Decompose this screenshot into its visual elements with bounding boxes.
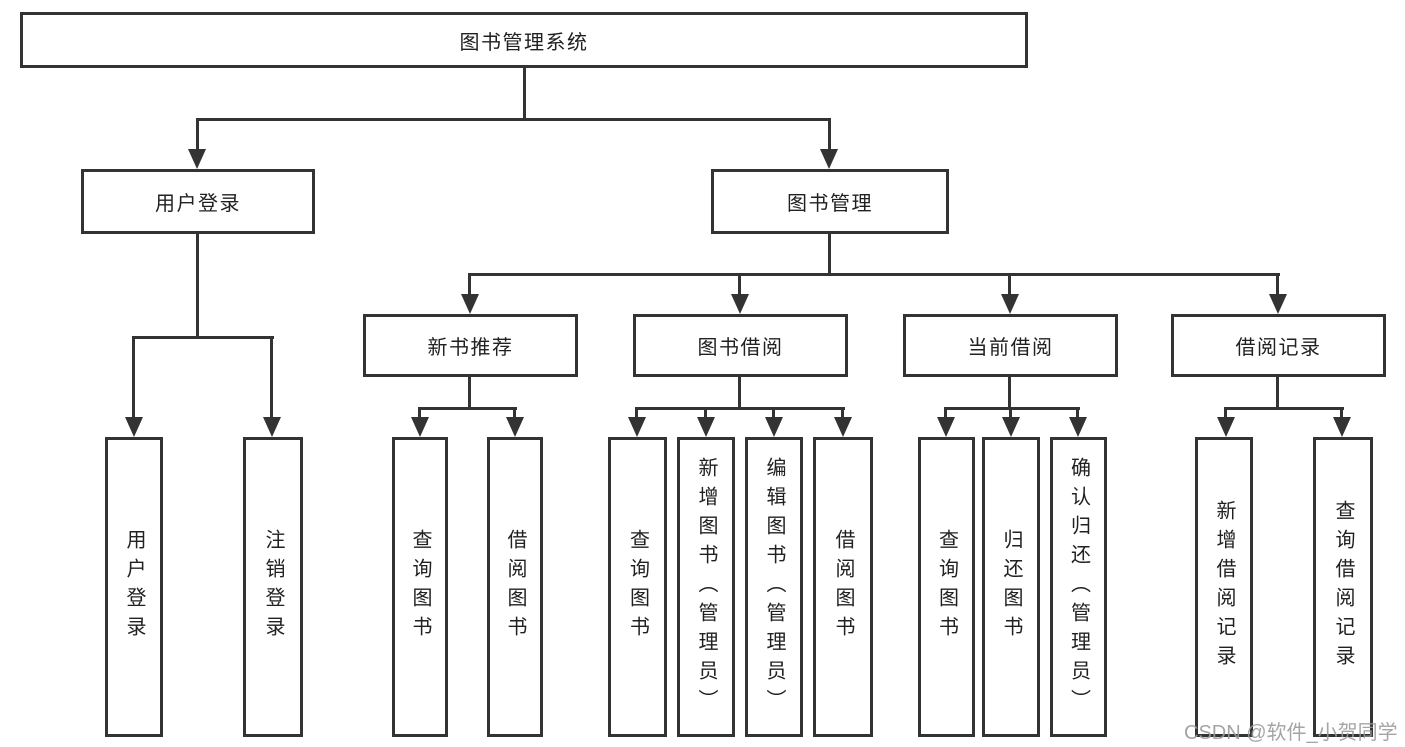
connector-to-leaf	[772, 410, 775, 420]
leaf-return-books-label: 归还图书	[1000, 529, 1022, 645]
leaf-query-books-recommend: 查询图书	[392, 437, 448, 737]
leaf-query-books-borrow-label: 查询图书	[626, 529, 649, 645]
leaf-user-login-label: 用户登录	[123, 529, 145, 645]
leaf-query-books-recommend-label: 查询图书	[409, 529, 431, 645]
leaf-add-books-admin: 新增图书（管理员）	[677, 437, 735, 737]
leaf-add-borrow-record-label: 新增借阅记录	[1213, 500, 1235, 674]
connector-root-stem	[523, 68, 526, 121]
connector-to-leaf	[418, 410, 421, 420]
leaf-borrow-books: 借阅图书	[813, 437, 873, 737]
connector-borrowing-rail	[635, 407, 845, 410]
connector-current-stem	[1008, 377, 1011, 410]
leaf-query-books-borrow: 查询图书	[608, 437, 667, 737]
arrowhead-leaf	[765, 417, 783, 437]
leaf-query-borrow-record: 查询借阅记录	[1313, 437, 1373, 737]
arrowhead-book-management	[820, 149, 838, 169]
arrowhead-book-borrowing	[731, 294, 749, 314]
connector-to-new-book-recommendation	[468, 276, 471, 298]
connector-to-leaf	[1224, 410, 1227, 420]
node-new-book-recommendation: 新书推荐	[363, 314, 578, 377]
leaf-return-books: 归还图书	[982, 437, 1040, 737]
node-borrowing-records-label: 借阅记录	[1235, 337, 1322, 359]
connector-to-book-borrowing	[738, 276, 741, 298]
connector-recommend-stem	[468, 377, 471, 410]
leaf-edit-books-admin: 编辑图书（管理员）	[745, 437, 803, 737]
connector-to-leaf	[1340, 410, 1343, 420]
connector-book-management-stem	[828, 234, 831, 276]
leaf-logout-label: 注销登录	[262, 529, 284, 645]
node-current-borrowing-label: 当前借阅	[967, 337, 1054, 359]
arrowhead-current-borrowing	[1001, 294, 1019, 314]
arrowhead-leaf	[1002, 417, 1020, 437]
connector-to-user-login	[196, 121, 199, 153]
leaf-add-books-admin-label: 新增图书（管理员）	[695, 456, 717, 718]
connector-borrowing-stem	[738, 377, 741, 410]
connector-level2-rail	[196, 118, 831, 121]
node-book-management: 图书管理	[711, 169, 949, 234]
node-new-book-recommendation-label: 新书推荐	[427, 337, 514, 359]
leaf-query-borrow-record-label: 查询借阅记录	[1332, 500, 1354, 674]
node-library-system-label: 图书管理系统	[459, 31, 589, 54]
connector-user-login-stem	[196, 234, 199, 336]
arrowhead-leaf-logout	[263, 417, 281, 437]
connector-to-current-borrowing	[1008, 276, 1011, 298]
connector-to-leaf	[944, 410, 947, 420]
node-borrowing-records: 借阅记录	[1171, 314, 1386, 377]
arrowhead-leaf	[411, 417, 429, 437]
arrowhead-new-book-recommendation	[461, 294, 479, 314]
node-book-management-label: 图书管理	[787, 193, 873, 215]
leaf-query-books-current-label: 查询图书	[935, 529, 958, 645]
leaf-logout: 注销登录	[243, 437, 303, 737]
connector-to-leaf	[704, 410, 707, 420]
node-book-borrowing: 图书借阅	[633, 314, 848, 377]
connector-current-rail	[944, 407, 1080, 410]
leaf-edit-books-admin-label: 编辑图书（管理员）	[763, 456, 785, 718]
connector-records-stem	[1276, 377, 1279, 410]
arrowhead-leaf	[1069, 417, 1087, 437]
leaf-borrow-books-recommend-label: 借阅图书	[504, 529, 526, 645]
connector-to-leaf	[1009, 410, 1012, 420]
arrowhead-leaf	[697, 417, 715, 437]
leaf-confirm-return-admin-label: 确认归还（管理员）	[1067, 456, 1090, 718]
arrowhead-leaf	[1217, 417, 1235, 437]
leaf-user-login: 用户登录	[105, 437, 163, 737]
arrowhead-leaf	[937, 417, 955, 437]
leaf-borrow-books-recommend: 借阅图书	[487, 437, 543, 737]
connector-to-leaf	[513, 410, 516, 420]
connector-to-leaf	[841, 410, 844, 420]
connector-to-leaf-logout	[270, 339, 273, 421]
leaf-add-borrow-record: 新增借阅记录	[1195, 437, 1253, 737]
arrowhead-leaf	[628, 417, 646, 437]
connector-level3-rail	[468, 273, 1280, 276]
node-library-system: 图书管理系统	[20, 12, 1028, 68]
arrowhead-leaf	[834, 417, 852, 437]
leaf-borrow-books-label: 借阅图书	[832, 529, 854, 645]
csdn-watermark: CSDN @软件_小贺同学	[1184, 722, 1398, 744]
node-book-borrowing-label: 图书借阅	[697, 337, 784, 359]
node-user-login: 用户登录	[81, 169, 315, 234]
leaf-query-books-current: 查询图书	[918, 437, 975, 737]
arrowhead-leaf-user-login	[125, 417, 143, 437]
connector-to-borrowing-records	[1276, 276, 1279, 298]
connector-to-leaf-user-login	[132, 339, 135, 421]
connector-to-leaf	[635, 410, 638, 420]
node-current-borrowing: 当前借阅	[903, 314, 1118, 377]
arrowhead-leaf	[1333, 417, 1351, 437]
leaf-confirm-return-admin: 确认归还（管理员）	[1050, 437, 1107, 737]
node-user-login-label: 用户登录	[155, 193, 241, 215]
connector-to-leaf	[1076, 410, 1079, 420]
connector-records-rail	[1224, 407, 1344, 410]
arrowhead-leaf	[506, 417, 524, 437]
connector-recommend-rail	[418, 407, 517, 410]
connector-user-login-rail	[132, 336, 274, 339]
connector-to-book-management	[828, 121, 831, 153]
arrowhead-user-login	[188, 149, 206, 169]
arrowhead-borrowing-records	[1269, 294, 1287, 314]
